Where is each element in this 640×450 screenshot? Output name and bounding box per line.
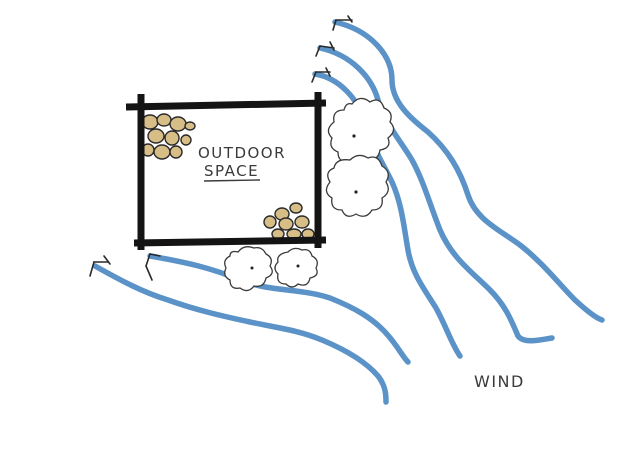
outdoor-space-walls <box>125 92 327 250</box>
wind-flag-icon <box>89 255 111 277</box>
wind-line-2 <box>317 45 555 344</box>
wind-label: WIND <box>474 372 525 391</box>
space-label-underline <box>203 179 261 182</box>
wind-lines-lower <box>92 253 411 405</box>
wall-bottom <box>133 236 327 247</box>
wind-line-1 <box>332 19 605 323</box>
wind-flags <box>89 15 353 281</box>
wind-flag-icon <box>311 67 331 83</box>
tree-icon <box>274 247 318 288</box>
stone-cluster-top-left <box>141 113 196 160</box>
wind-flag-icon <box>332 15 353 31</box>
outdoor-space-label-line2: SPACE <box>204 162 259 180</box>
wind-flag-icon <box>145 253 161 281</box>
tree-icon <box>224 246 273 292</box>
trees <box>224 97 395 292</box>
wind-line-5 <box>92 263 389 405</box>
tree-icon <box>327 97 395 165</box>
wind-flag-icon <box>315 41 335 57</box>
outdoor-space-label-line1: OUTDOOR <box>198 144 286 162</box>
tree-icon <box>325 154 389 217</box>
stone-cluster-bottom-right <box>263 202 315 240</box>
wind-line-4 <box>147 253 411 365</box>
wall-top <box>125 99 327 111</box>
